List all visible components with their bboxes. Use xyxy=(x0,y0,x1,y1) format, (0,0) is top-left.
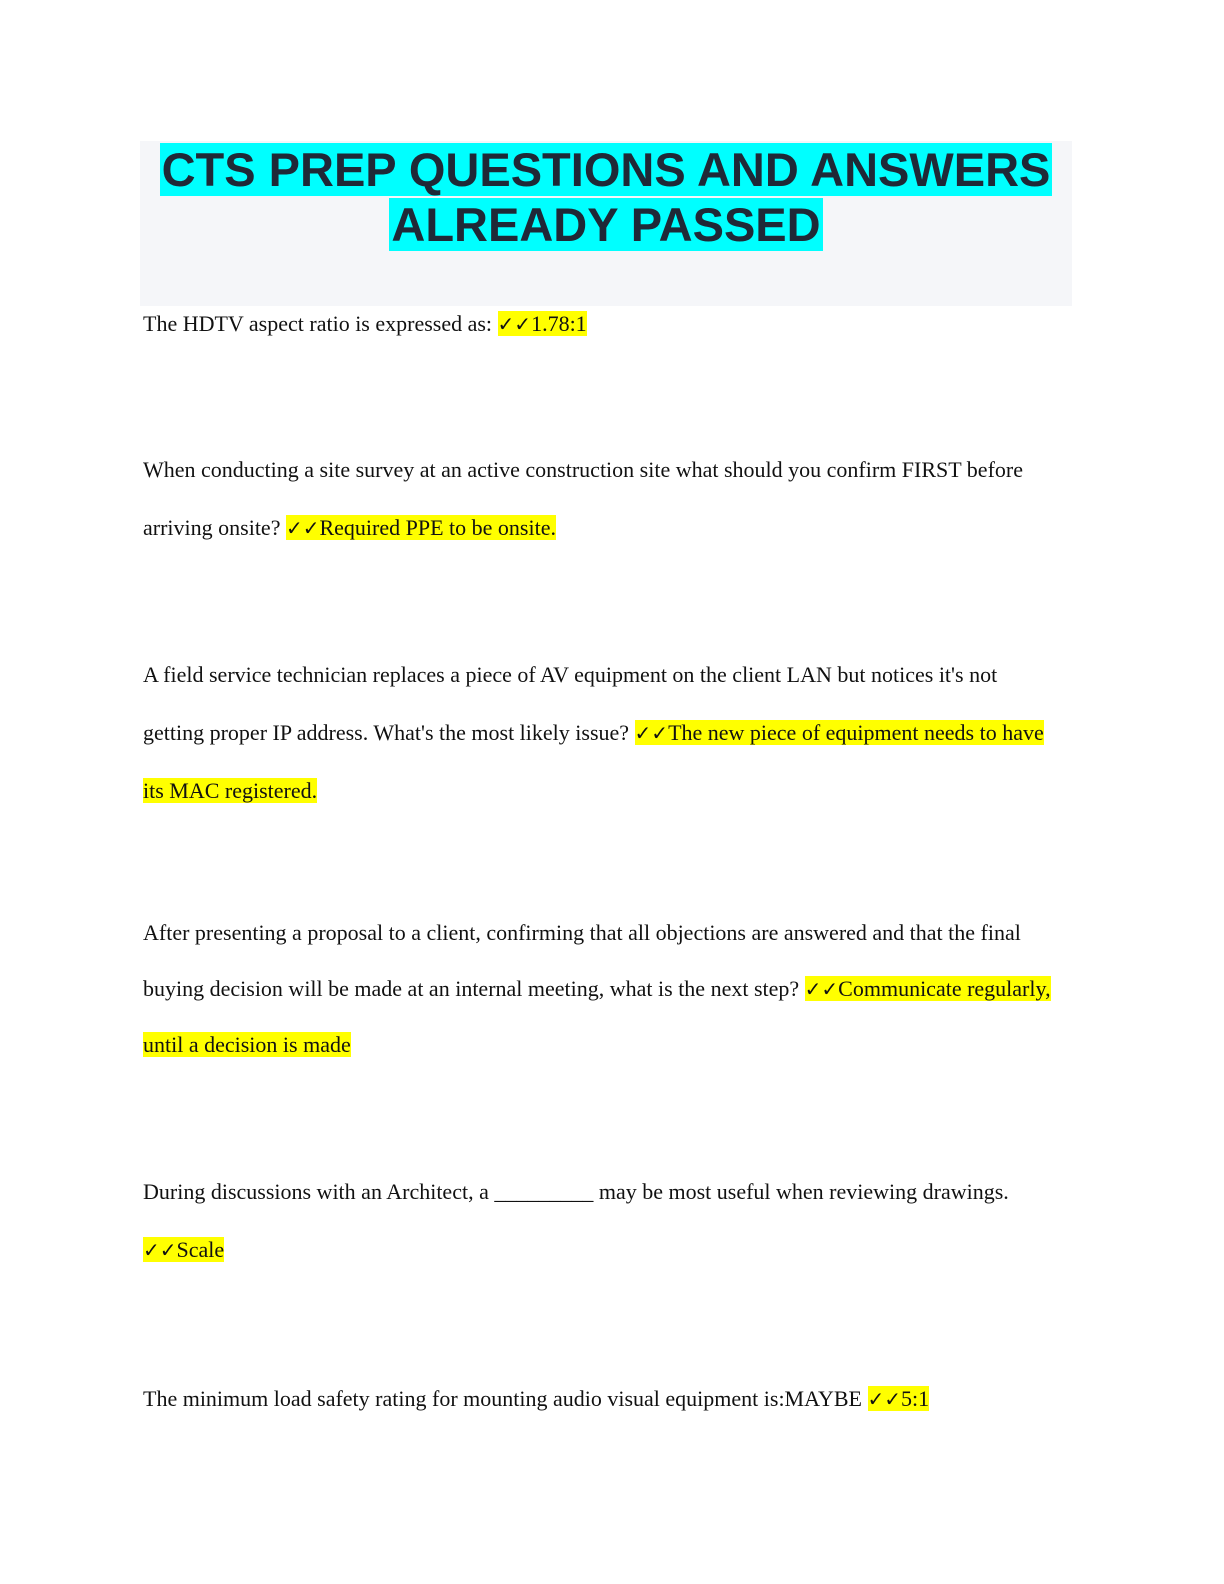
qa-item-2: When conducting a site survey at an acti… xyxy=(143,441,1063,557)
answer-highlight: ✓✓5:1 xyxy=(867,1386,930,1411)
answer-text: 5:1 xyxy=(901,1386,930,1411)
title-line-2: ALREADY PASSED xyxy=(389,198,823,251)
answer-highlight: ✓✓Required PPE to be onsite. xyxy=(285,515,556,540)
answer-text: Communicate regularly, until a decision … xyxy=(143,976,1051,1057)
double-check-icon: ✓✓ xyxy=(804,977,839,1001)
question-text: During discussions with an Architect, a … xyxy=(143,1179,1009,1204)
question-text: The HDTV aspect ratio is expressed as: xyxy=(143,311,498,336)
question-text: After presenting a proposal to a client,… xyxy=(143,920,1021,1001)
question-text: The minimum load safety rating for mount… xyxy=(143,1386,868,1411)
qa-item-1: The HDTV aspect ratio is expressed as: ✓… xyxy=(143,295,1063,353)
double-check-icon: ✓✓ xyxy=(497,312,532,336)
double-check-icon: ✓✓ xyxy=(285,516,320,540)
qa-item-6: The minimum load safety rating for mount… xyxy=(143,1370,1063,1428)
document-title: CTS PREP QUESTIONS AND ANSWERS ALREADY P… xyxy=(140,141,1072,306)
answer-text: 1.78:1 xyxy=(531,311,587,336)
double-check-icon: ✓✓ xyxy=(867,1387,902,1411)
qa-item-3: A field service technician replaces a pi… xyxy=(143,646,1063,820)
qa-item-4: After presenting a proposal to a client,… xyxy=(143,905,1063,1073)
answer-text: The new piece of equipment needs to have… xyxy=(143,720,1044,803)
qa-item-5: During discussions with an Architect, a … xyxy=(143,1163,1063,1279)
answer-text: Required PPE to be onsite. xyxy=(319,515,556,540)
answer-highlight: ✓✓1.78:1 xyxy=(497,311,587,336)
question-text: When conducting a site survey at an acti… xyxy=(143,457,1023,540)
answer-text: Scale xyxy=(176,1237,225,1262)
double-check-icon: ✓✓ xyxy=(634,721,669,745)
answer-highlight: ✓✓Scale xyxy=(143,1237,225,1262)
title-line-1: CTS PREP QUESTIONS AND ANSWERS xyxy=(159,143,1053,196)
question-text: A field service technician replaces a pi… xyxy=(143,662,998,745)
double-check-icon: ✓✓ xyxy=(143,1238,177,1262)
